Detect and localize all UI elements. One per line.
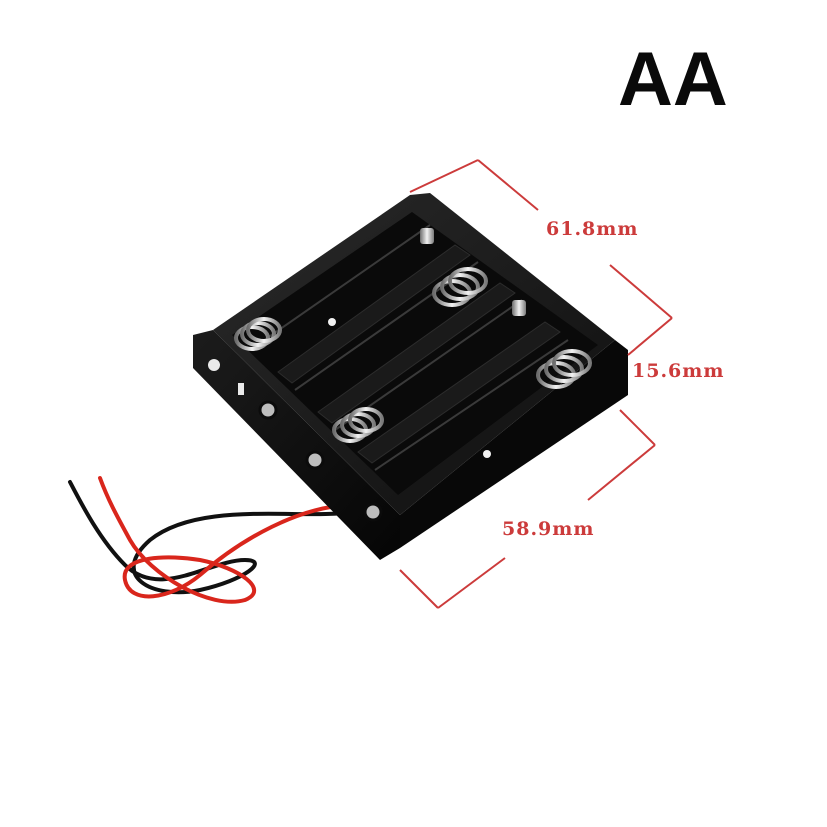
wire-leads xyxy=(68,476,356,604)
mounting-hole xyxy=(483,450,491,458)
red-wire xyxy=(98,476,356,604)
spring-2 xyxy=(432,267,488,307)
front-side-wall xyxy=(193,330,400,560)
mounting-hole xyxy=(208,359,220,371)
battery-type-label: AA xyxy=(618,37,728,122)
channel-dividers xyxy=(277,244,561,464)
slot xyxy=(238,383,244,395)
width-dimension-label: 58.9mm xyxy=(502,518,595,540)
spring-1 xyxy=(234,317,282,351)
height-dimension-line xyxy=(609,264,673,356)
right-side-wall xyxy=(400,340,628,548)
springs xyxy=(234,267,592,443)
length-dimension-label: 61.8mm xyxy=(546,218,639,240)
length-dimension-line xyxy=(409,159,539,211)
contact-plates xyxy=(258,228,526,522)
holder-body xyxy=(193,193,628,560)
black-wire xyxy=(68,480,356,595)
spring-3 xyxy=(332,407,384,443)
dimension-lines xyxy=(399,159,673,609)
height-dimension-label: 15.6mm xyxy=(632,360,725,382)
mounting-hole xyxy=(328,318,336,326)
spring-4 xyxy=(536,349,592,389)
width-dimension-line xyxy=(399,409,656,609)
